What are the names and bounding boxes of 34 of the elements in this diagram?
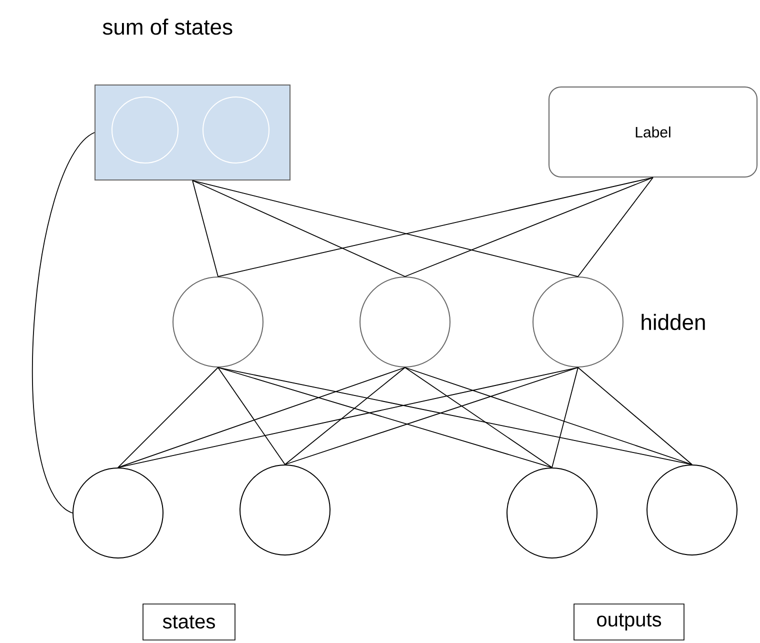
connector-line	[192, 180, 406, 277]
hidden-circle	[360, 276, 450, 368]
connector-line	[218, 177, 654, 277]
caption-text: sum of states	[102, 18, 232, 35]
connector-line	[284, 367, 578, 465]
connector-line	[284, 367, 406, 465]
connector-line	[218, 367, 552, 468]
neuron-circle	[506, 468, 598, 558]
connector-line	[118, 367, 578, 468]
neuron-circle	[646, 464, 738, 556]
connector-line	[404, 367, 552, 468]
hidden-circle	[172, 276, 264, 368]
connector-line	[552, 367, 578, 468]
connector-line	[578, 367, 692, 465]
connector-line	[578, 177, 654, 277]
connector-line	[404, 177, 654, 277]
connector-line	[32, 132, 95, 514]
inner-circle	[112, 96, 178, 164]
neuron-circle	[72, 468, 164, 558]
connector-line	[192, 180, 218, 277]
inner-circle	[202, 96, 270, 164]
connector-line	[192, 180, 578, 277]
hidden-circle	[532, 276, 624, 368]
connector-line	[218, 367, 286, 465]
connector-line	[218, 367, 692, 465]
state-box	[94, 84, 290, 180]
neuron-circle	[240, 464, 330, 556]
connector-line	[404, 367, 692, 465]
caption-text: hidden	[642, 314, 705, 330]
connector-line	[118, 367, 218, 468]
layer-tag: outputs	[574, 604, 684, 640]
label-box: Label	[548, 86, 758, 178]
layer-tag: states	[142, 604, 236, 640]
connector-line	[118, 367, 406, 468]
